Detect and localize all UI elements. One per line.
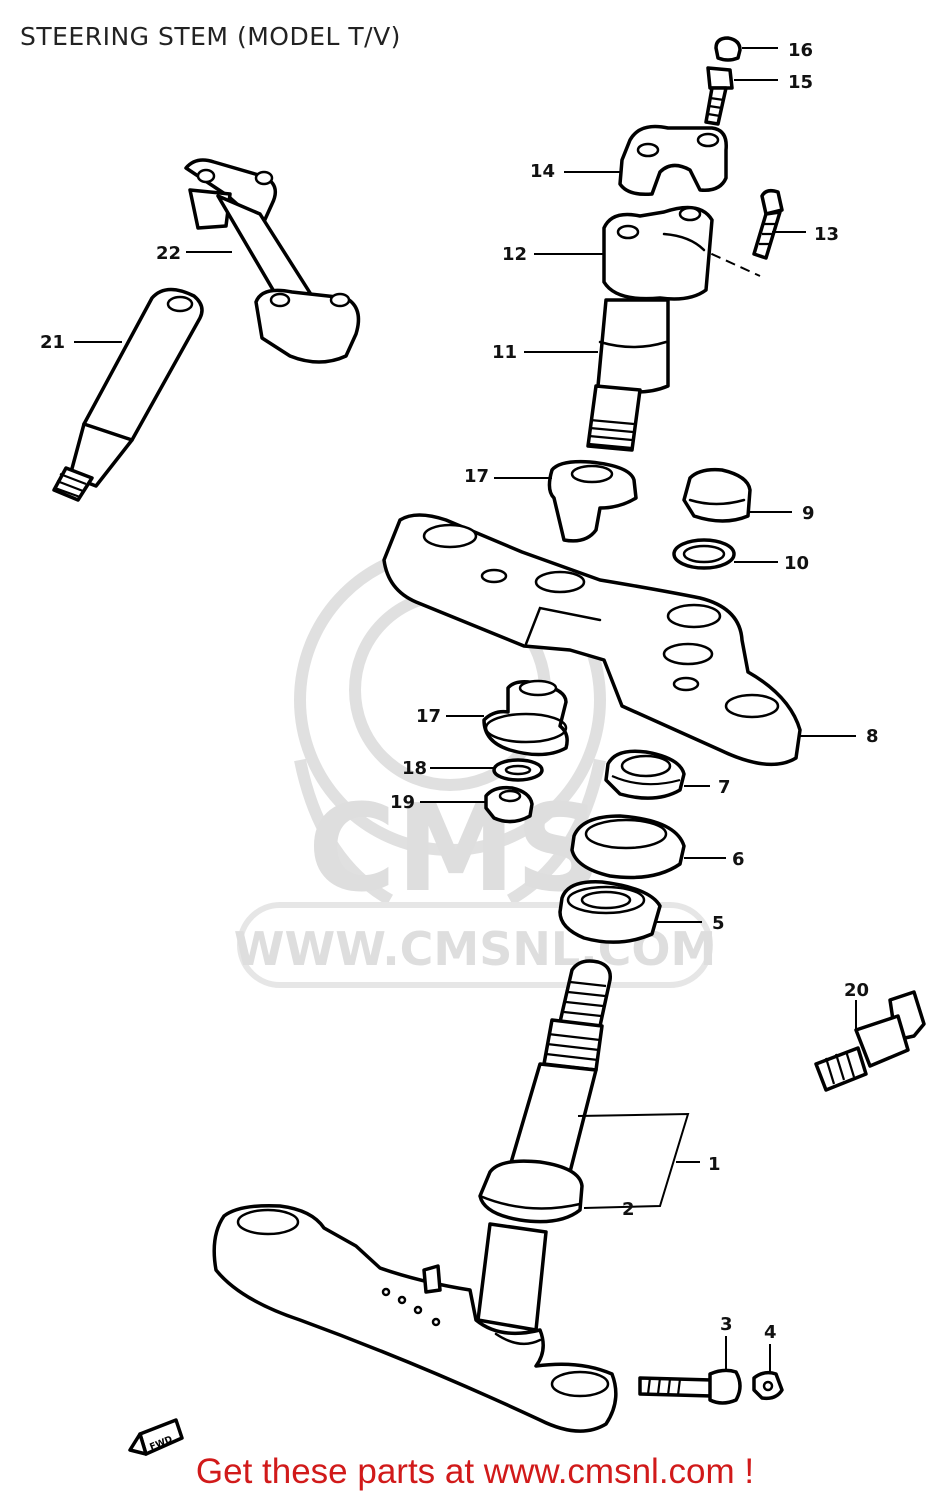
page-title: STEERING STEM (MODEL T/V) <box>20 22 401 51</box>
part-20-steering-lock <box>814 990 926 1092</box>
callout-6: 6 <box>732 849 745 870</box>
part-17-cushion <box>547 459 638 543</box>
callout-7: 7 <box>718 777 731 798</box>
callout-19: 19 <box>390 792 415 813</box>
callout-2: 2 <box>622 1199 635 1220</box>
callout-10: 10 <box>784 553 809 574</box>
part-16-bolt-cap <box>714 36 742 62</box>
callout-11: 11 <box>492 342 517 363</box>
part-6-upper-bearing <box>570 814 686 880</box>
watermark-logo: CMS <box>308 780 602 919</box>
callout-4: 4 <box>764 1322 777 1343</box>
callout-9: 9 <box>802 503 815 524</box>
part-4-nut <box>752 1370 784 1401</box>
callout-17-lower: 17 <box>416 706 441 727</box>
part-19-nut <box>484 785 534 824</box>
leader-lines <box>74 47 857 1374</box>
part-14-upper-holder <box>618 124 728 197</box>
callout-13: 13 <box>814 224 839 245</box>
part-8-upper-bracket <box>382 513 802 767</box>
callout-16: 16 <box>788 40 813 61</box>
callout-17: 17 <box>464 466 489 487</box>
part-18-washer <box>492 758 544 782</box>
part-lower-bracket <box>212 1203 618 1433</box>
footer-link[interactable]: Get these parts at www.cmsnl.com ! <box>195 1452 755 1491</box>
part-3-pinch-bolt <box>638 1368 742 1405</box>
fwd-badge: FWD <box>128 1418 184 1456</box>
part-21-holder-post <box>52 287 204 502</box>
part-11-holder-post <box>586 298 670 452</box>
callout-15: 15 <box>788 72 813 93</box>
callout-labels: 16 15 14 13 12 11 17 9 10 22 21 8 17 18 … <box>40 40 879 1343</box>
part-5-lower-bearing <box>558 880 662 944</box>
callout-5: 5 <box>712 913 725 934</box>
part-1-steering-stem <box>476 959 612 1332</box>
part-9-stem-head-nut <box>682 467 752 523</box>
part-10-washer <box>672 538 736 570</box>
callout-14: 14 <box>530 161 555 182</box>
callout-22: 22 <box>156 243 181 264</box>
part-22-holder-bridge <box>184 158 361 364</box>
callout-8: 8 <box>866 726 879 747</box>
callout-3: 3 <box>720 1314 733 1335</box>
callout-12: 12 <box>502 244 527 265</box>
part-17-cushion-lower <box>482 679 569 757</box>
callout-18: 18 <box>402 758 427 779</box>
callout-21: 21 <box>40 332 65 353</box>
callout-1: 1 <box>708 1154 721 1175</box>
callout-20: 20 <box>844 980 869 1001</box>
part-7-stem-nut <box>604 749 686 800</box>
part-12-lower-holder <box>602 205 714 301</box>
part-15-bolt <box>704 66 734 126</box>
